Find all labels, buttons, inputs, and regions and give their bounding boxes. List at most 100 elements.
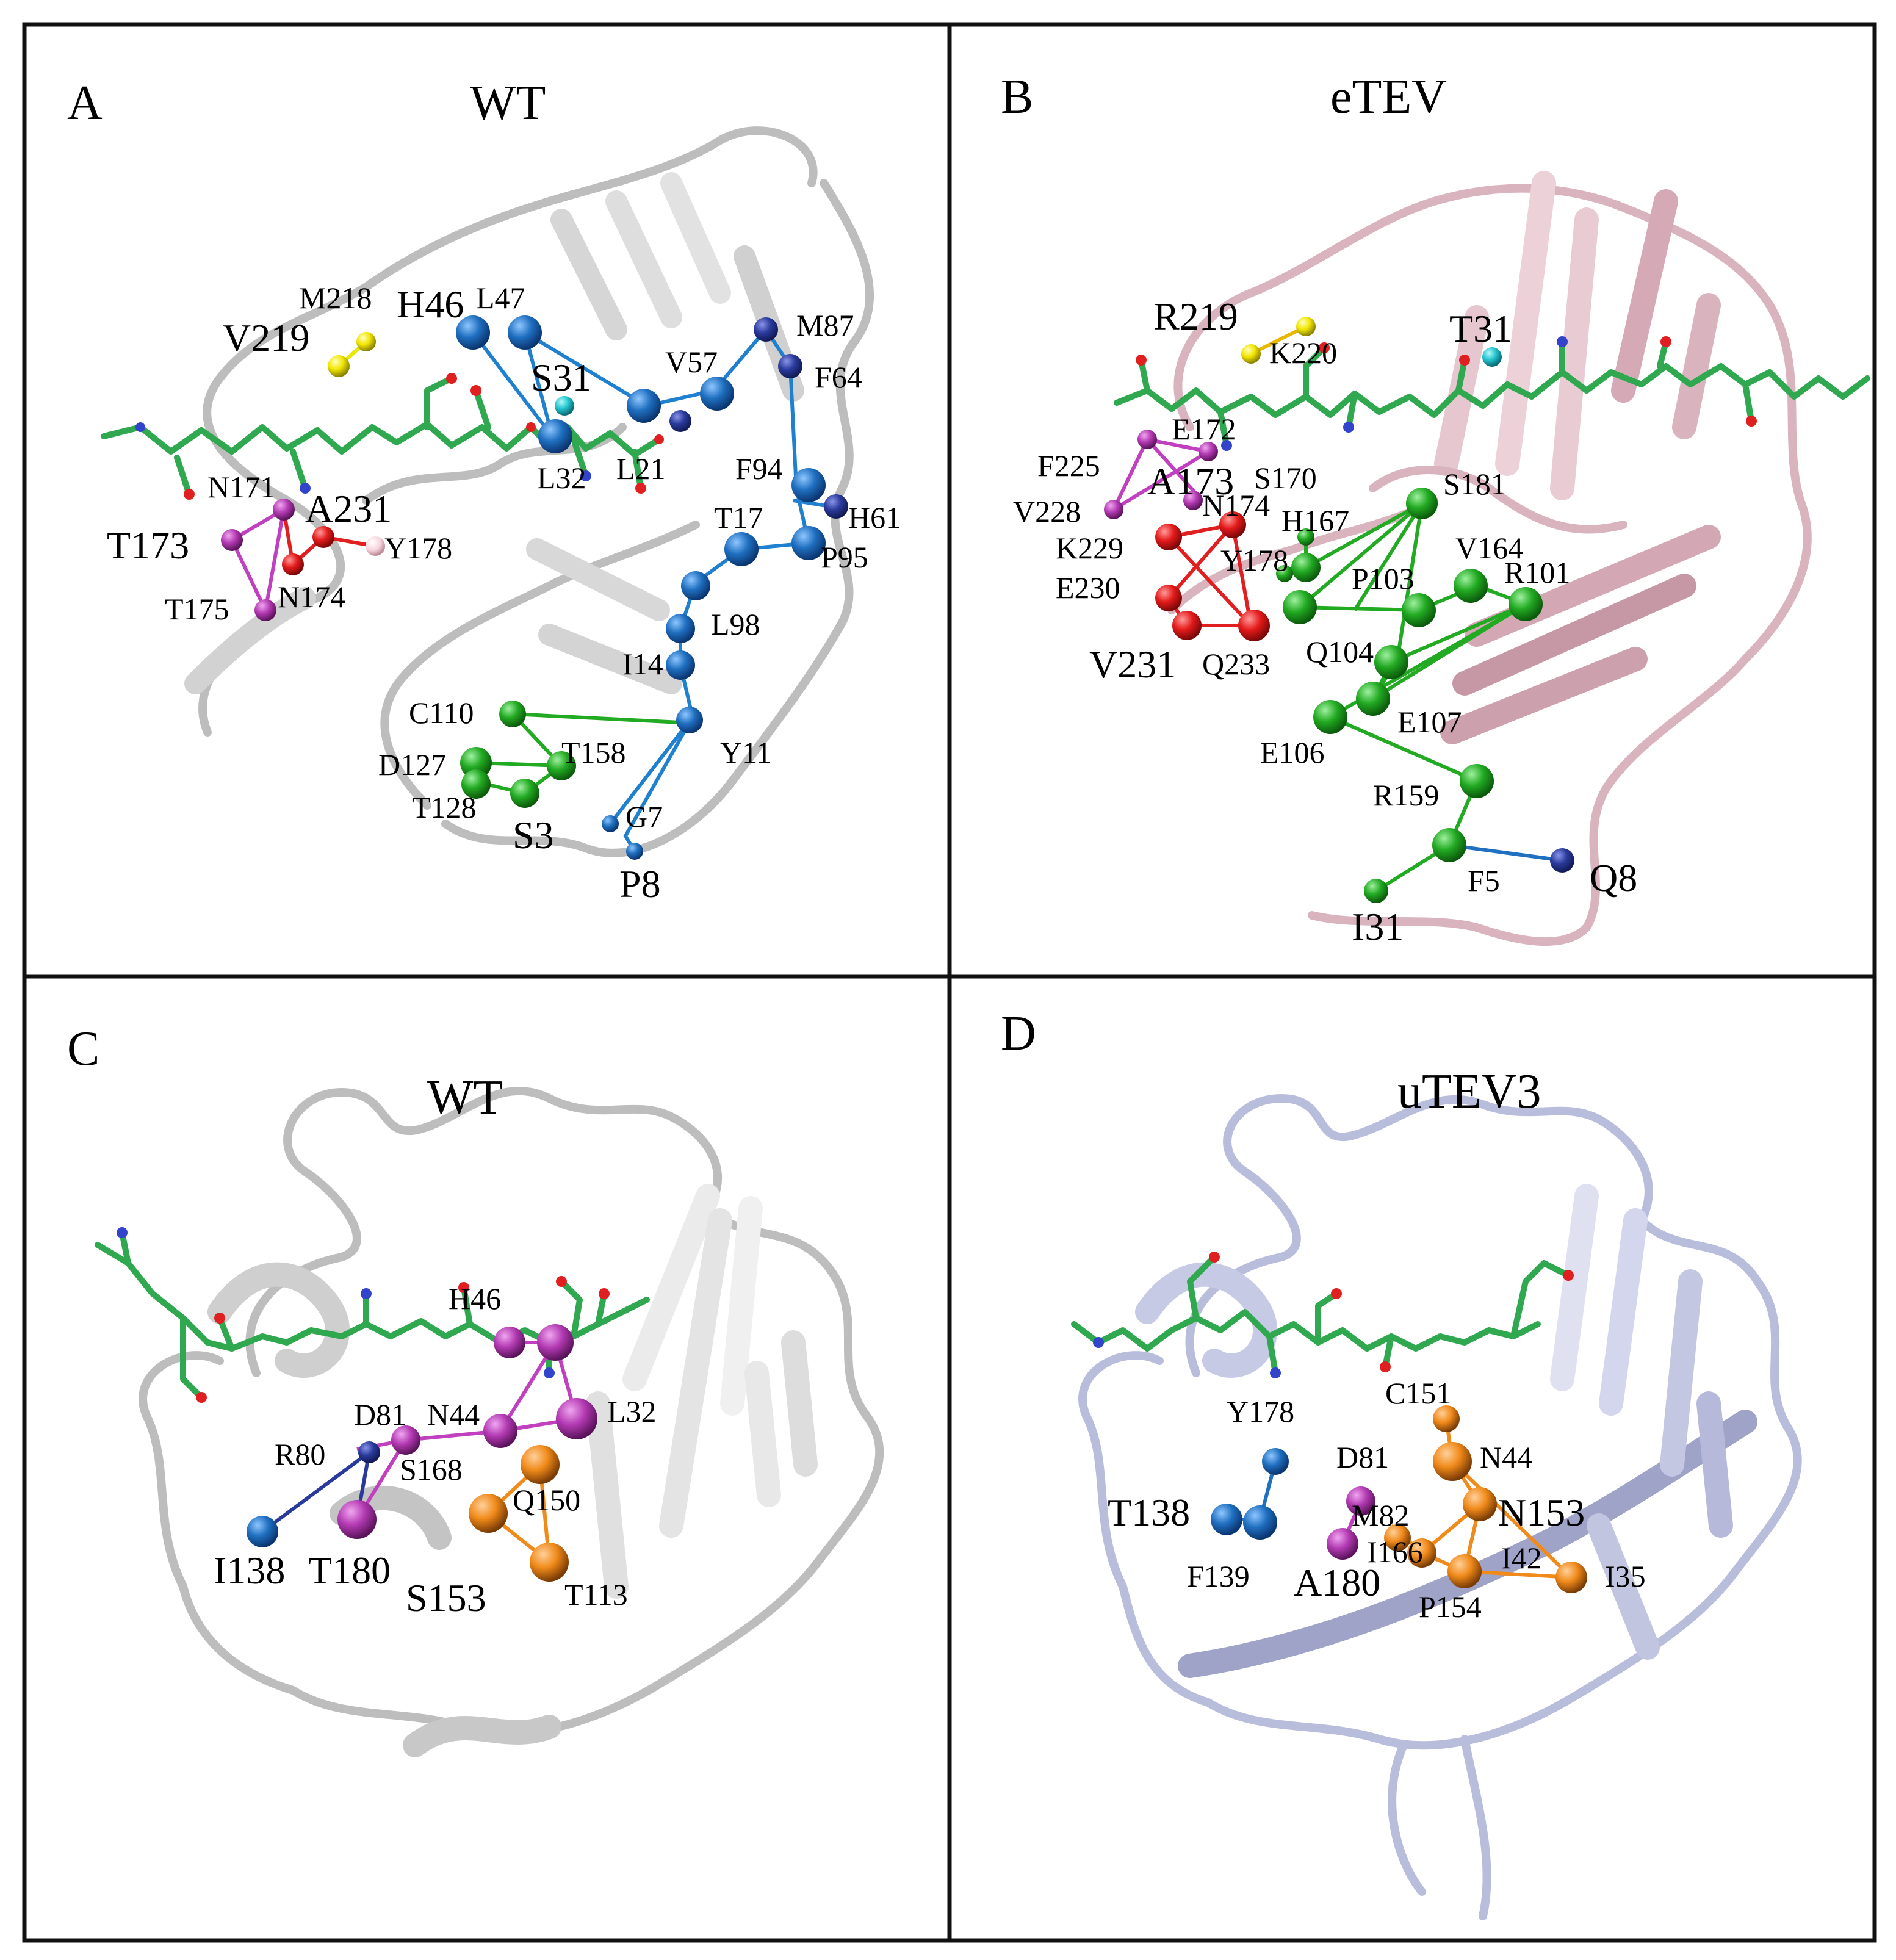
panel-letter-a: A xyxy=(67,76,103,130)
sphere-d81 xyxy=(358,1441,380,1463)
sphere-l47 xyxy=(508,315,542,350)
sphere-e230 xyxy=(1155,585,1182,611)
label-m82: M82 xyxy=(1352,1498,1409,1532)
label-h61: H61 xyxy=(848,500,901,535)
label-t173: T173 xyxy=(107,524,189,567)
sphere-n44 xyxy=(483,1414,517,1448)
sphere-m87 xyxy=(754,317,778,342)
sphere-f225 xyxy=(1137,430,1157,449)
label-l98: L98 xyxy=(711,607,760,641)
sphere-s31 xyxy=(555,396,574,416)
label-t113: T113 xyxy=(564,1577,628,1612)
label-d127: D127 xyxy=(378,748,446,782)
sphere-t138 xyxy=(1211,1504,1242,1535)
sphere-t31 xyxy=(1482,347,1502,367)
sphere-e107 xyxy=(1356,682,1390,716)
sphere-f94 xyxy=(791,468,826,502)
label-f64: F64 xyxy=(815,360,862,394)
sphere-e172 xyxy=(1199,442,1218,461)
residue-spheres-d xyxy=(1211,1405,1587,1593)
panel-title-c: WT xyxy=(427,1071,503,1125)
label-i42: I42 xyxy=(1501,1541,1542,1575)
sphere-e106 xyxy=(1313,700,1347,734)
label-m218: M218 xyxy=(299,281,372,315)
sphere-l98 xyxy=(666,614,695,643)
sphere-q233 xyxy=(1238,610,1270,641)
sphere-i35 xyxy=(1555,1562,1587,1593)
sphere-m82 xyxy=(1407,1538,1436,1568)
protein-ribbon-c xyxy=(139,1087,884,1757)
sphere-i31 xyxy=(1364,879,1388,903)
protein-ribbon-d xyxy=(1078,1094,1802,1920)
sphere-i166 xyxy=(1384,1524,1411,1551)
label-f94: F94 xyxy=(735,452,783,486)
sphere-t17 xyxy=(724,532,759,566)
sphere-i14 xyxy=(666,650,695,680)
label-l32: L32 xyxy=(607,1394,657,1429)
label-a180: A180 xyxy=(1294,1561,1380,1604)
label-k220: K220 xyxy=(1269,336,1337,370)
panel-letter-b: B xyxy=(1001,70,1033,124)
sphere-p103b xyxy=(1402,593,1436,627)
label-n171: N171 xyxy=(207,470,275,504)
panel-letter-d: D xyxy=(1001,1007,1036,1061)
sphere-f64 xyxy=(778,354,802,378)
sphere-a231 xyxy=(312,526,334,548)
sphere-v228 xyxy=(1104,500,1123,519)
sphere-l98a xyxy=(681,571,710,600)
label-v231: V231 xyxy=(1089,643,1176,686)
sphere-t175 xyxy=(254,599,276,621)
sphere-y178b xyxy=(1276,565,1293,582)
label-c110: C110 xyxy=(409,696,474,730)
sphere-v219 xyxy=(328,355,350,377)
sphere-y11 xyxy=(676,707,703,733)
protein-ribbon-a xyxy=(184,126,874,857)
sphere-r159 xyxy=(1460,764,1494,798)
label-r80: R80 xyxy=(275,1437,325,1471)
label-t31: T31 xyxy=(1449,307,1512,350)
sphere-a180 xyxy=(1327,1528,1358,1560)
sphere-n174 xyxy=(282,553,304,575)
sphere-t158 xyxy=(547,751,576,780)
panel-b: B eTEV R219 K220 T31 E172 F225 A173 S170… xyxy=(947,22,1877,979)
label-s31: S31 xyxy=(531,356,592,399)
sphere-h46b xyxy=(537,1324,574,1361)
sphere-p103 xyxy=(1283,590,1317,624)
label-t180: T180 xyxy=(308,1549,391,1592)
label-l21: L21 xyxy=(616,452,666,486)
label-i166: I166 xyxy=(1367,1535,1423,1569)
sphere-n153 xyxy=(1463,1487,1497,1521)
panel-letter-c: C xyxy=(67,1022,99,1076)
sphere-s153 xyxy=(469,1494,508,1533)
sphere-q104 xyxy=(1374,645,1408,679)
sphere-p8 xyxy=(626,843,643,860)
panel-title-a: WT xyxy=(470,76,546,130)
label-h46: H46 xyxy=(397,283,464,326)
sphere-s181 xyxy=(1406,488,1438,519)
label-s170: S170 xyxy=(1254,461,1317,495)
label-g7: G7 xyxy=(625,799,663,834)
sphere-l32 xyxy=(538,419,572,453)
label-n174: N174 xyxy=(1202,488,1270,522)
label-p8: P8 xyxy=(619,862,661,906)
panel-title-d: uTEV3 xyxy=(1397,1065,1541,1119)
sphere-n171 xyxy=(273,499,295,521)
sphere-v57b xyxy=(669,410,691,432)
sphere-s3 xyxy=(510,779,539,808)
label-v57: V57 xyxy=(665,345,718,379)
label-l47: L47 xyxy=(476,281,525,315)
label-f139: F139 xyxy=(1187,1559,1250,1593)
label-q233: Q233 xyxy=(1202,647,1270,681)
sphere-h46 xyxy=(456,315,490,350)
label-m87: M87 xyxy=(796,308,854,342)
substrate-sticks-d xyxy=(1071,1252,1574,1378)
panel-title-b: eTEV xyxy=(1330,70,1447,124)
label-r101: R101 xyxy=(1504,555,1570,589)
label-y178: Y178 xyxy=(1227,1394,1294,1429)
sphere-d127 xyxy=(460,747,492,779)
sphere-y178 xyxy=(1262,1448,1289,1475)
protein-ribbon-b xyxy=(1167,171,1812,946)
sphere-t173 xyxy=(221,529,243,551)
label-a231: A231 xyxy=(305,487,392,530)
label-v228: V228 xyxy=(1013,494,1081,528)
